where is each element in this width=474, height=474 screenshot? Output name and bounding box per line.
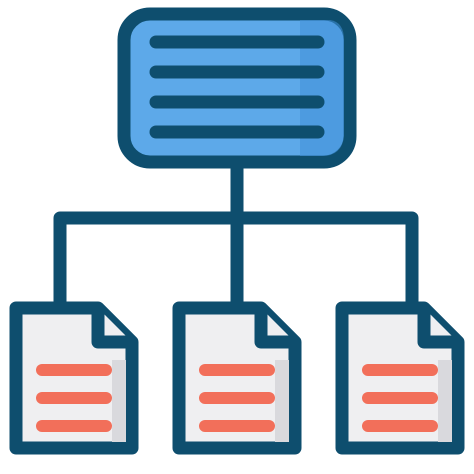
connector-lines	[53, 159, 419, 313]
document-fold	[91, 308, 132, 349]
branch-line	[53, 211, 419, 313]
document	[335, 301, 465, 455]
document-shadow	[112, 360, 126, 442]
server-body	[117, 7, 357, 169]
server-shadow	[300, 20, 344, 156]
document	[9, 301, 139, 455]
document-shadow	[438, 360, 452, 442]
server-block	[117, 7, 357, 169]
document	[172, 301, 302, 455]
document-fold	[417, 308, 458, 349]
document-fold	[254, 308, 295, 349]
document-shadow	[275, 360, 289, 442]
